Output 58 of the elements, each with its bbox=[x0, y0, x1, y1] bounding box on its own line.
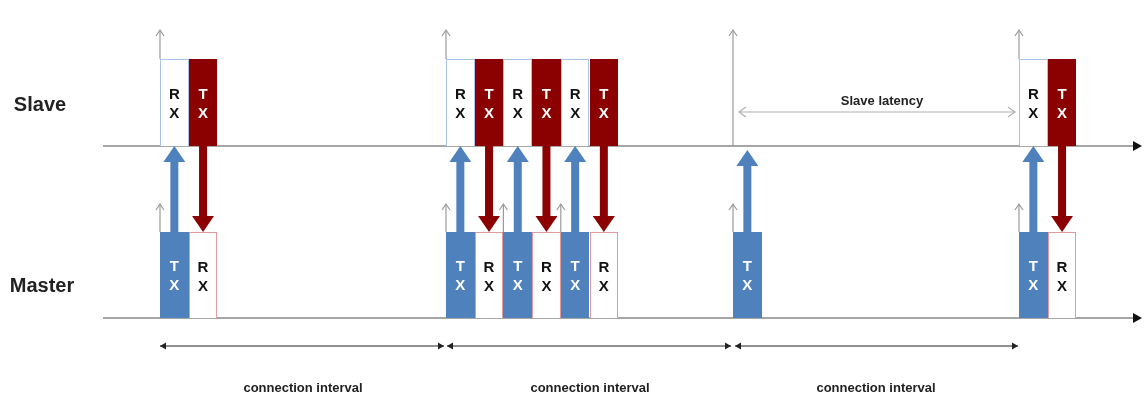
packet-slot bbox=[474, 59, 504, 146]
dimension-label: connection interval bbox=[530, 380, 650, 396]
packet-slot bbox=[188, 59, 218, 146]
packet-slot bbox=[160, 59, 189, 146]
slot-label: TX bbox=[483, 83, 496, 122]
packet-slot bbox=[446, 232, 475, 318]
packet-slot bbox=[589, 59, 619, 146]
slot-label: RX bbox=[597, 256, 610, 295]
slot-label: RX bbox=[540, 256, 553, 295]
packet-slot bbox=[503, 232, 533, 318]
slot-label: TX bbox=[511, 256, 524, 294]
slot-label: TX bbox=[197, 83, 210, 122]
packet-slot bbox=[1047, 59, 1077, 146]
slot-label: RX bbox=[168, 84, 181, 122]
block-arrow bbox=[1022, 146, 1045, 232]
block-arrow bbox=[163, 146, 186, 232]
dimension-label: connection interval bbox=[816, 380, 936, 396]
block-arrow bbox=[535, 146, 558, 232]
packet-slot bbox=[188, 232, 218, 318]
block-arrow bbox=[592, 146, 615, 232]
packet-slot bbox=[503, 59, 533, 146]
packet-slot bbox=[560, 232, 590, 318]
packet-slot bbox=[532, 59, 561, 146]
packet-slot bbox=[160, 232, 189, 318]
slot-label: RX bbox=[1027, 84, 1040, 122]
packet-slot bbox=[1047, 232, 1077, 318]
packet-slot bbox=[560, 59, 590, 146]
slot-label: RX bbox=[483, 256, 496, 295]
block-arrow bbox=[192, 146, 215, 232]
packet-slot bbox=[446, 59, 475, 146]
block-arrow bbox=[1051, 146, 1074, 232]
packet-slot bbox=[589, 232, 619, 318]
block-arrow bbox=[564, 146, 587, 232]
block-arrow bbox=[449, 146, 472, 232]
slot-label: TX bbox=[741, 256, 754, 294]
slot-label: TX bbox=[1056, 83, 1069, 122]
block-arrow bbox=[478, 146, 501, 232]
block-arrow bbox=[506, 146, 529, 232]
packet-slot bbox=[1019, 232, 1048, 318]
packet-slot bbox=[474, 232, 504, 318]
slot-label: TX bbox=[569, 256, 582, 294]
dimension-label: Slave latency bbox=[840, 93, 924, 109]
packet-slot bbox=[733, 232, 762, 318]
slot-label: RX bbox=[197, 256, 210, 295]
slot-label: RX bbox=[454, 84, 467, 122]
packet-slot bbox=[1019, 59, 1048, 146]
dimension-label: connection interval bbox=[243, 380, 363, 396]
slot-label: RX bbox=[1056, 256, 1069, 295]
slot-label: TX bbox=[540, 83, 553, 122]
lane-label: Slave bbox=[13, 92, 67, 116]
slot-label: TX bbox=[597, 83, 610, 122]
lane-label: Master bbox=[9, 273, 75, 297]
slot-label: TX bbox=[454, 256, 467, 294]
slot-label: TX bbox=[1027, 256, 1040, 294]
slot-label: RX bbox=[569, 84, 582, 122]
slot-label: TX bbox=[168, 256, 181, 294]
slot-label: RX bbox=[511, 84, 524, 122]
packet-slot bbox=[532, 232, 561, 318]
